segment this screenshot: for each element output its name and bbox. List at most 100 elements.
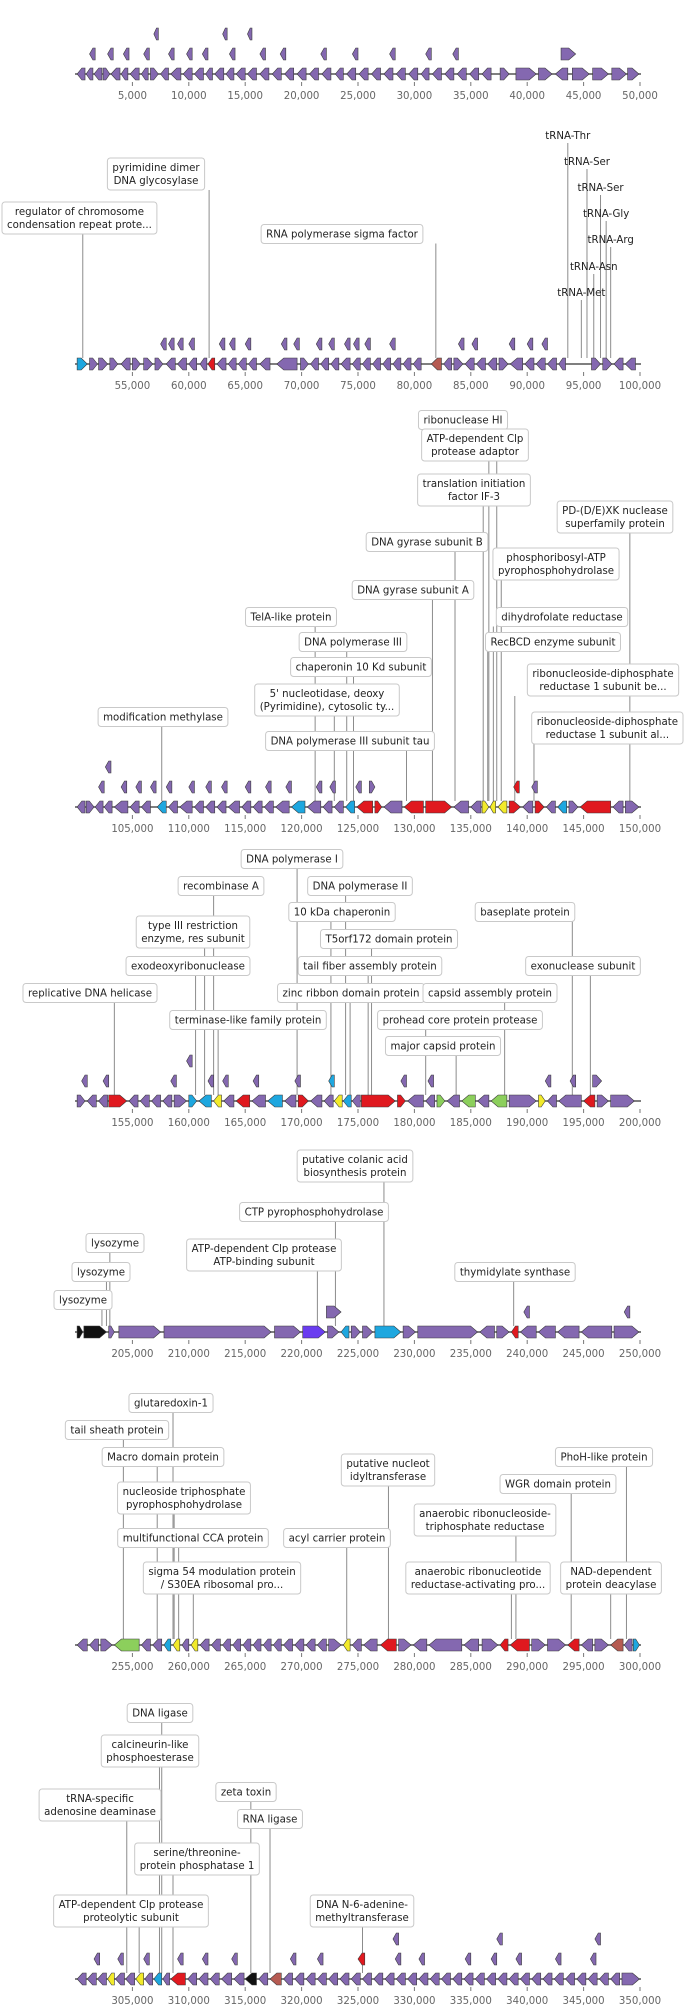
gene-feature[interactable] bbox=[481, 67, 492, 81]
gene-feature[interactable] bbox=[531, 1638, 546, 1652]
gene-feature[interactable] bbox=[267, 1094, 283, 1108]
gene-feature[interactable] bbox=[553, 1972, 564, 1986]
gene-feature[interactable] bbox=[329, 780, 336, 794]
gene-annotation[interactable]: serine/threonine-protein phosphatase 1 bbox=[134, 1842, 260, 1876]
gene-feature[interactable] bbox=[509, 1638, 530, 1652]
gene-feature[interactable] bbox=[328, 1074, 335, 1088]
gene-feature[interactable] bbox=[497, 1972, 508, 1986]
gene-feature[interactable] bbox=[154, 357, 164, 371]
gene-annotation[interactable]: tail sheath protein bbox=[64, 1420, 170, 1440]
gene-feature[interactable] bbox=[417, 1325, 479, 1339]
gene-feature[interactable] bbox=[496, 1325, 510, 1339]
gene-feature[interactable] bbox=[430, 357, 442, 371]
gene-feature[interactable] bbox=[499, 1638, 509, 1652]
gene-annotation[interactable]: lysozyme bbox=[71, 1262, 131, 1282]
gene-annotation[interactable]: T5orf172 domain protein bbox=[319, 929, 459, 949]
gene-feature[interactable] bbox=[129, 67, 140, 81]
gene-feature[interactable] bbox=[342, 1638, 351, 1652]
gene-feature[interactable] bbox=[182, 67, 193, 81]
gene-feature[interactable] bbox=[188, 1094, 198, 1108]
gene-feature[interactable] bbox=[263, 800, 274, 814]
gene-feature[interactable] bbox=[469, 67, 479, 81]
gene-feature[interactable] bbox=[205, 67, 213, 81]
gene-feature[interactable] bbox=[273, 1638, 282, 1652]
gene-feature[interactable] bbox=[425, 1094, 436, 1108]
gene-feature[interactable] bbox=[328, 1972, 338, 1986]
gene-feature[interactable] bbox=[511, 1325, 519, 1339]
gene-feature[interactable] bbox=[275, 800, 290, 814]
gene-feature[interactable] bbox=[346, 67, 357, 81]
gene-feature[interactable] bbox=[353, 337, 360, 351]
gene-feature[interactable] bbox=[316, 1638, 327, 1652]
gene-feature[interactable] bbox=[453, 357, 464, 371]
gene-feature[interactable] bbox=[265, 780, 272, 794]
gene-feature[interactable] bbox=[129, 800, 140, 814]
gene-feature[interactable] bbox=[481, 1638, 499, 1652]
gene-feature[interactable] bbox=[526, 337, 534, 351]
gene-feature[interactable] bbox=[102, 67, 111, 81]
gene-feature[interactable] bbox=[216, 357, 227, 371]
gene-feature[interactable] bbox=[113, 800, 129, 814]
gene-feature[interactable] bbox=[327, 1325, 340, 1339]
gene-feature[interactable] bbox=[412, 357, 422, 371]
gene-feature[interactable] bbox=[162, 1094, 173, 1108]
gene-feature[interactable] bbox=[508, 337, 516, 351]
gene-feature[interactable] bbox=[76, 357, 88, 371]
gene-feature[interactable] bbox=[225, 67, 235, 81]
gene-feature[interactable] bbox=[330, 357, 340, 371]
gene-feature[interactable] bbox=[398, 1638, 412, 1652]
gene-feature[interactable] bbox=[345, 800, 355, 814]
gene-annotation[interactable]: exodeoxyribonuclease bbox=[125, 956, 251, 976]
gene-feature[interactable] bbox=[242, 1638, 252, 1652]
gene-feature[interactable] bbox=[150, 67, 159, 81]
gene-feature[interactable] bbox=[558, 1094, 582, 1108]
gene-feature[interactable] bbox=[509, 357, 523, 371]
gene-feature[interactable] bbox=[612, 800, 624, 814]
gene-feature[interactable] bbox=[205, 800, 216, 814]
gene-feature[interactable] bbox=[350, 1972, 361, 1986]
gene-annotation[interactable]: anaerobic ribonucleotidereductase-activa… bbox=[405, 1561, 551, 1595]
gene-feature[interactable] bbox=[461, 1094, 476, 1108]
gene-feature[interactable] bbox=[322, 800, 333, 814]
gene-feature[interactable] bbox=[523, 1305, 530, 1319]
gene-feature[interactable] bbox=[238, 357, 247, 371]
gene-annotation[interactable]: DNA polymerase III subunit tau bbox=[265, 731, 435, 751]
gene-feature[interactable] bbox=[103, 800, 113, 814]
gene-feature[interactable] bbox=[120, 780, 128, 794]
gene-annotation[interactable]: thymidylate synthase bbox=[454, 1262, 576, 1282]
gene-feature[interactable] bbox=[470, 800, 482, 814]
gene-feature[interactable] bbox=[86, 1972, 97, 1986]
gene-feature[interactable] bbox=[317, 1952, 324, 1966]
gene-feature[interactable] bbox=[362, 1325, 374, 1339]
gene-feature[interactable] bbox=[252, 1074, 260, 1088]
gene-feature[interactable] bbox=[446, 1094, 460, 1108]
gene-annotation[interactable]: capsid assembly protein bbox=[422, 983, 558, 1003]
gene-feature[interactable] bbox=[76, 1325, 84, 1339]
gene-annotation[interactable]: zinc ribbon domain protein bbox=[277, 983, 425, 1003]
gene-feature[interactable] bbox=[474, 1972, 485, 1986]
gene-annotation[interactable]: lysozyme bbox=[85, 1233, 145, 1253]
gene-feature[interactable] bbox=[214, 67, 225, 81]
gene-feature[interactable] bbox=[259, 357, 271, 371]
gene-feature[interactable] bbox=[139, 1094, 150, 1108]
gene-annotation[interactable]: WGR domain protein bbox=[499, 1474, 617, 1494]
gene-feature[interactable] bbox=[143, 1952, 150, 1966]
gene-feature[interactable] bbox=[534, 800, 545, 814]
gene-feature[interactable] bbox=[547, 1638, 567, 1652]
gene-feature[interactable] bbox=[621, 1972, 640, 1986]
gene-feature[interactable] bbox=[383, 67, 394, 81]
gene-feature[interactable] bbox=[558, 357, 566, 371]
gene-annotation[interactable]: CTP pyrophosphohydrolase bbox=[239, 1202, 389, 1222]
gene-feature[interactable] bbox=[477, 1094, 490, 1108]
gene-feature[interactable] bbox=[610, 1972, 620, 1986]
gene-feature[interactable] bbox=[110, 67, 121, 81]
gene-feature[interactable] bbox=[541, 337, 548, 351]
gene-feature[interactable] bbox=[89, 47, 96, 61]
gene-feature[interactable] bbox=[201, 47, 209, 61]
